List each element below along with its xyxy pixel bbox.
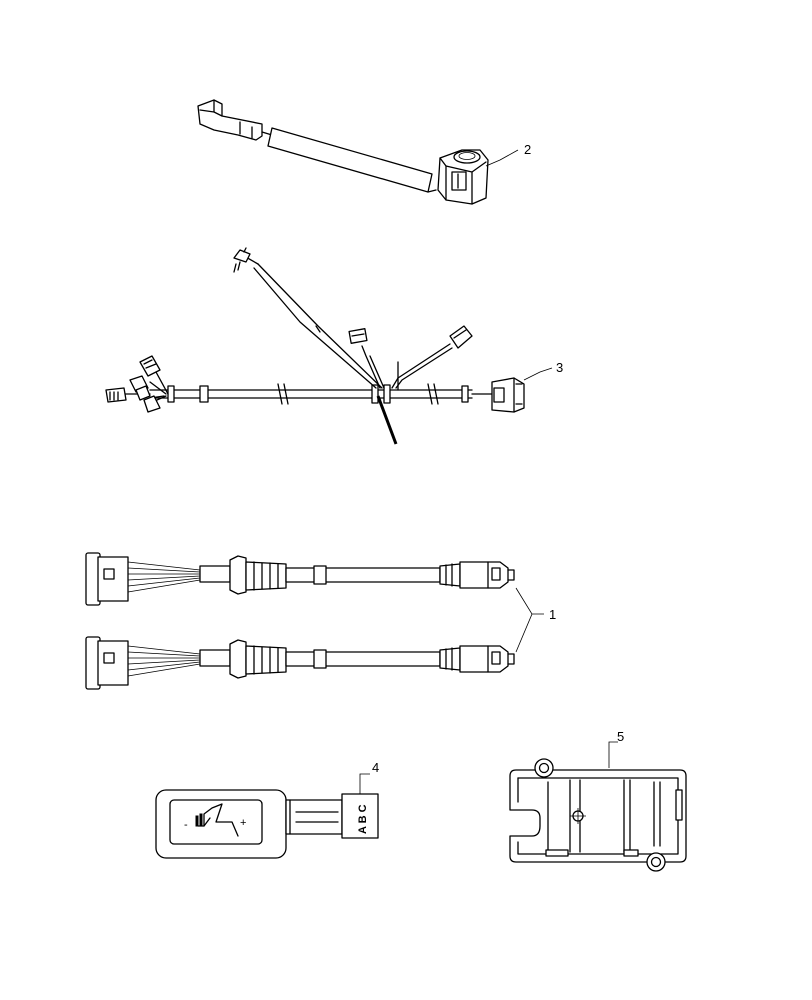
part-1-cable-harness-upper [85, 552, 515, 606]
part-3-main-harness [105, 247, 553, 445]
part-2-sensor-harness [197, 99, 519, 205]
callout-3: 3 [556, 360, 563, 375]
switch-minus-symbol: - [184, 819, 188, 831]
part-4-rocker-switch: - + A B C [155, 773, 379, 859]
switch-terminal-letters: A B C [357, 804, 369, 834]
callout-1: 1 [549, 607, 556, 622]
part-5-housing-cover [509, 741, 687, 872]
callout-1-leader [515, 587, 544, 653]
callout-2: 2 [524, 142, 531, 157]
callout-4: 4 [372, 760, 379, 775]
part-1-cable-harness-lower [85, 636, 515, 690]
callout-5: 5 [617, 729, 624, 744]
switch-plus-symbol: + [240, 817, 246, 829]
